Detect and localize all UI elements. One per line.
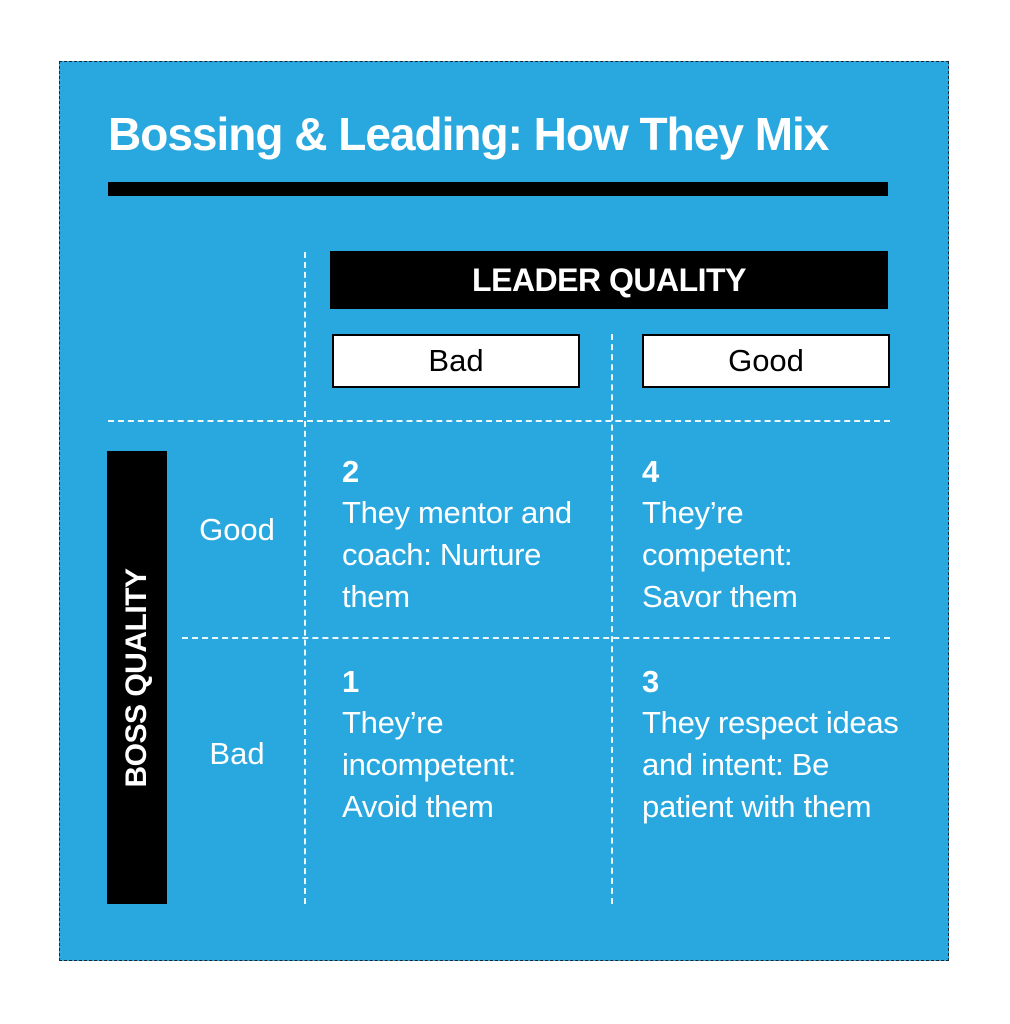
matrix-panel: Bossing & Leading: How They Mix LEADER Q… [59,61,949,961]
cell-number: 2 [342,454,360,489]
cell-good-boss-bad-leader: 2 They mentor and coach: Nurture them [342,452,612,618]
cell-good-boss-good-leader: 4 They’re competent: Savor them [642,452,842,618]
column-header-good: Good [642,334,890,388]
leader-quality-header: LEADER QUALITY [330,251,888,309]
cell-bad-boss-good-leader: 3 They respect ideas and intent: Be pati… [642,662,902,828]
cell-text: They respect ideas and intent: Be patien… [642,705,899,824]
boss-quality-header: BOSS QUALITY [107,451,167,904]
row-header-bad: Bad [209,736,265,771]
cell-number: 1 [342,664,360,699]
boss-quality-label: BOSS QUALITY [120,567,153,788]
cell-text: They’re competent: Savor them [642,495,798,614]
grid-line-horizontal-top [108,420,890,422]
grid-line-horizontal-middle [182,637,890,639]
cell-number: 4 [642,454,660,489]
title-divider [108,182,888,196]
cell-text: They’re incompetent: Avoid them [342,705,516,824]
cell-text: They mentor and coach: Nurture them [342,495,572,614]
cell-bad-boss-bad-leader: 1 They’re incompetent: Avoid them [342,662,562,828]
grid-line-vertical-middle [611,334,613,904]
row-header-good: Good [199,512,275,547]
cell-number: 3 [642,664,660,699]
page-title: Bossing & Leading: How They Mix [108,108,829,160]
column-header-bad: Bad [332,334,580,388]
grid-line-vertical-left [304,252,306,904]
